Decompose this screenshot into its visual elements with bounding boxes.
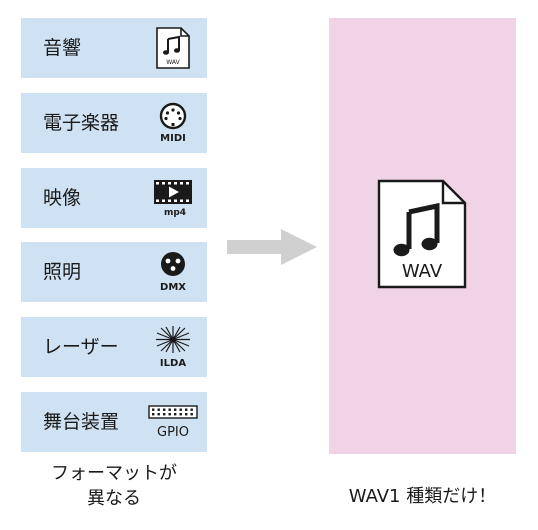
item-label: レーザー: [43, 336, 119, 358]
item-label: 舞台装置: [43, 411, 120, 433]
laser-burst-icon: ILDA: [151, 325, 195, 369]
item-lighting: 照明 DMX: [21, 242, 207, 302]
icon-caption: mp4: [164, 208, 186, 218]
item-label: 映像: [43, 187, 82, 209]
icon-caption: MIDI: [160, 133, 186, 144]
icon-caption: DMX: [160, 282, 186, 293]
midi-connector-icon: MIDI: [151, 101, 195, 145]
video-film-icon: mp4: [151, 176, 195, 220]
item-label: 照明: [43, 261, 82, 283]
icon-caption: WAV: [166, 59, 180, 66]
wav-file-icon: WAV: [377, 179, 467, 289]
icon-caption: ILDA: [160, 358, 186, 369]
icon-caption: GPIO: [157, 425, 189, 440]
right-caption: WAV1 種類だけ！: [348, 486, 497, 507]
dmx-connector-icon: DMX: [151, 250, 195, 294]
arrow-right-icon: [227, 229, 317, 265]
output-panel: WAV: [329, 18, 516, 454]
item-video: 映像 mp4: [21, 168, 207, 228]
wav-file-icon: WAV: [151, 26, 195, 70]
item-label: 電子楽器: [43, 112, 120, 134]
icon-caption: WAV: [402, 261, 443, 282]
item-electronic-instruments: 電子楽器 MIDI: [21, 93, 207, 153]
item-stage-equipment: 舞台装置 GPIO: [21, 392, 207, 452]
gpio-header-icon: GPIO: [147, 400, 199, 444]
item-laser: レーザー ILDA: [21, 317, 207, 377]
left-caption: フォーマットが 異なる: [21, 461, 207, 511]
item-audio: 音響 WAV: [21, 18, 207, 78]
item-label: 音響: [43, 37, 82, 59]
left-caption-line-1: フォーマットが: [51, 463, 177, 484]
left-caption-line-2: 異なる: [87, 488, 141, 509]
